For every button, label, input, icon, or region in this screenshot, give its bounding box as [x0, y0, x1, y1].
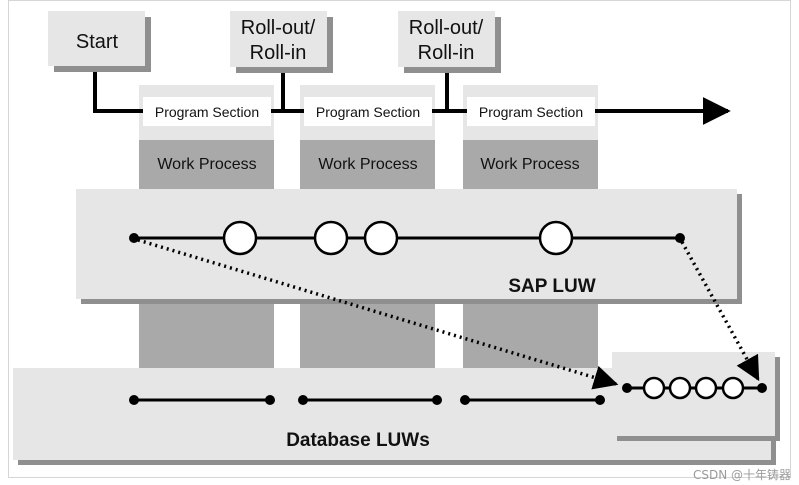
update-step-circle: [694, 376, 718, 400]
diagram-frame: [8, 0, 791, 478]
update-step-circle: [642, 376, 666, 400]
commit-luw-start: [622, 383, 632, 393]
database-luw-3-end: [595, 395, 605, 405]
database-luw-1-end: [265, 395, 275, 405]
dotted-arrow-end: [680, 241, 760, 382]
dialog-step-circle: [363, 220, 399, 256]
work-process-label-2: Work Process: [318, 156, 417, 173]
update-step-circle: [668, 376, 692, 400]
commit-luw-line: [622, 376, 767, 400]
work-process-label-3: Work Process: [480, 156, 579, 173]
sap-luw-start-dot: [129, 233, 139, 243]
sap-luw-label: SAP LUW: [508, 276, 595, 297]
sap-luw-line: [129, 220, 685, 256]
rollout-label-2a: Roll-out/: [409, 17, 484, 39]
database-luw-lines: [129, 395, 605, 405]
rollout-label-1a: Roll-out/: [241, 17, 316, 39]
database-luw-2-start: [298, 395, 308, 405]
program-section-box-3: Program Section: [467, 97, 595, 126]
work-process-label-1: Work Process: [157, 156, 256, 173]
database-luw-2-end: [432, 395, 442, 405]
program-section-label-1: Program Section: [155, 104, 259, 120]
update-step-circle: [721, 376, 745, 400]
rollout-box-2: Roll-out/ Roll-in: [398, 11, 501, 73]
rollout-label-1b: Roll-in: [250, 42, 307, 64]
final-commit-box: [612, 352, 780, 441]
database-luws-label: Database LUWs: [286, 430, 430, 451]
program-section-box-2: Program Section: [304, 97, 432, 126]
program-section-label-3: Program Section: [479, 104, 583, 120]
rollout-label-2b: Roll-in: [418, 42, 475, 64]
database-luw-1-start: [129, 395, 139, 405]
sap-luw-panel: [76, 189, 742, 304]
commit-luw-end: [757, 383, 767, 393]
start-label: Start: [76, 31, 119, 53]
rollout-box-1: Roll-out/ Roll-in: [230, 11, 333, 73]
database-luw-3-start: [460, 395, 470, 405]
start-box: Start: [48, 11, 151, 72]
watermark: CSDN @十年铸器: [692, 468, 791, 482]
dotted-arrows: [137, 238, 760, 390]
sap-luw-end-dot: [675, 233, 685, 243]
program-section-label-2: Program Section: [316, 104, 420, 120]
dialog-step-circle: [222, 220, 258, 256]
dialog-step-circle: [313, 220, 349, 256]
dialog-step-circle: [538, 220, 574, 256]
program-section-box-1: Program Section: [143, 97, 271, 126]
